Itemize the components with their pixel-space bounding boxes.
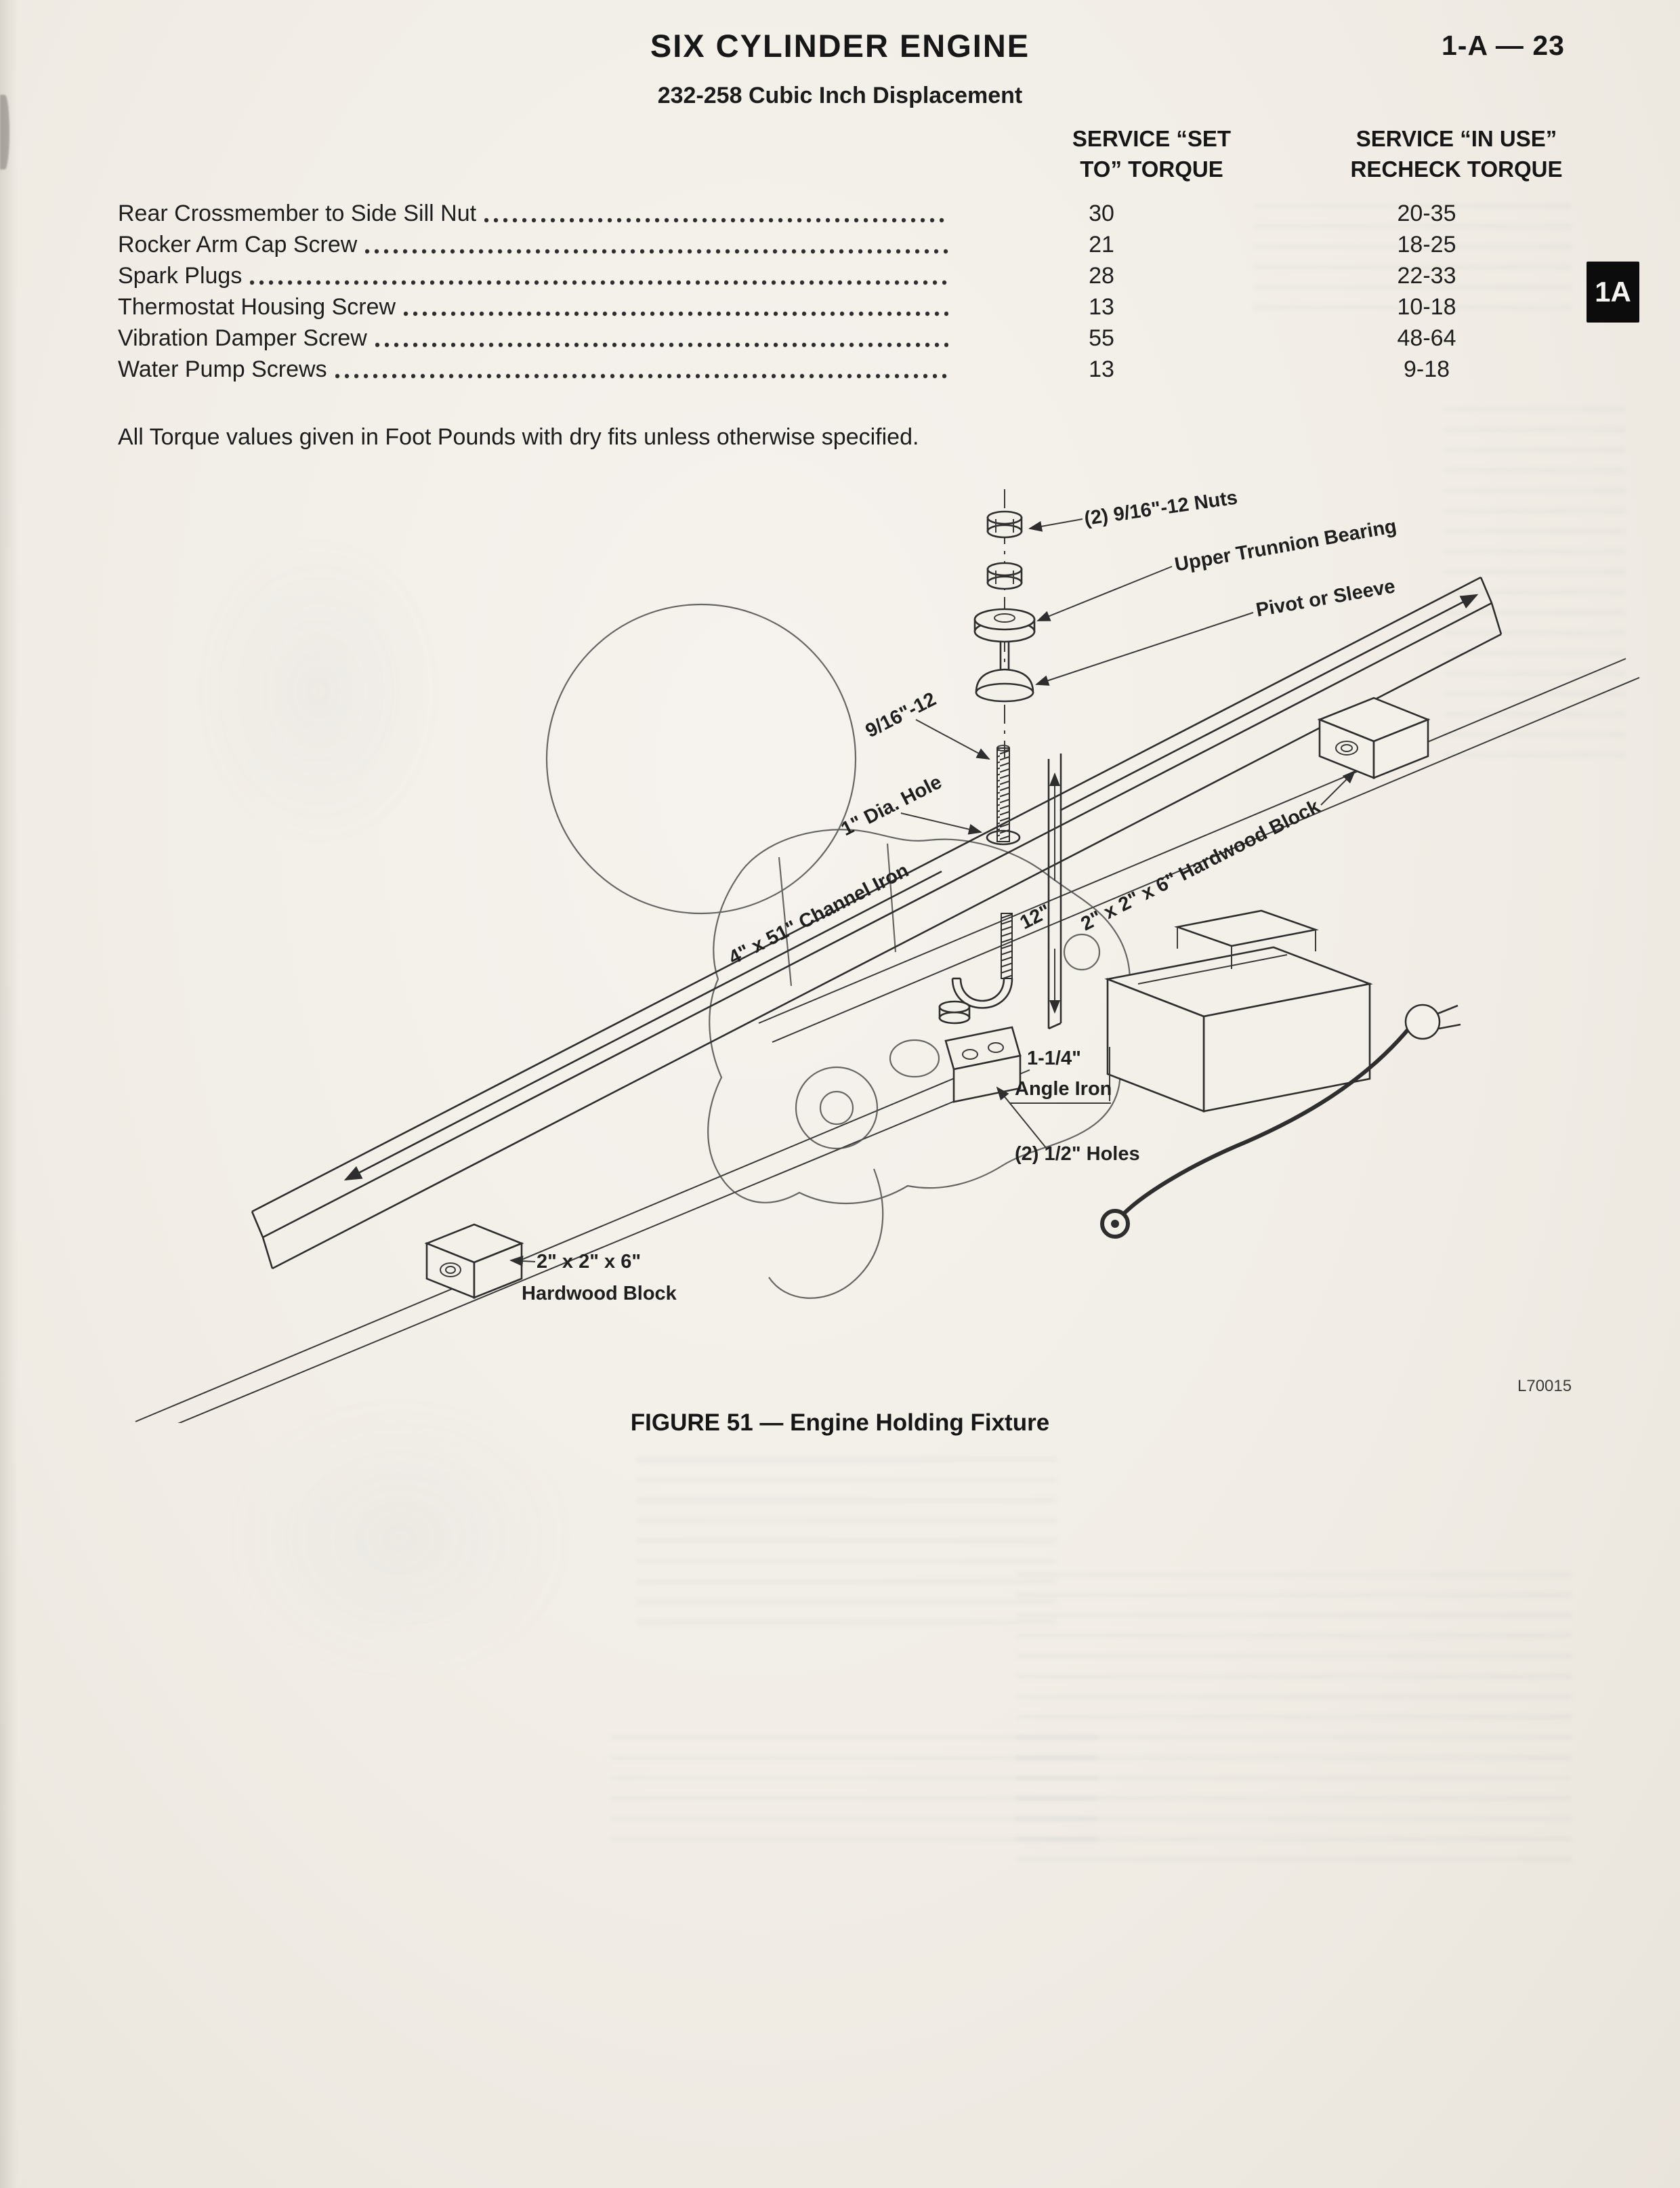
page-subtitle: 232-258 Cubic Inch Displacement — [657, 83, 1023, 108]
set-to-value: 13 — [1089, 356, 1114, 382]
set-to-value: 13 — [1089, 294, 1114, 320]
label-block-left-1: 2" x 2" x 6" — [537, 1251, 641, 1273]
angle-iron-bracket — [938, 1000, 1022, 1103]
label-pivot: Pivot or Sleeve — [1255, 575, 1397, 621]
dot-leader — [335, 358, 948, 383]
set-to-value: 55 — [1089, 325, 1114, 351]
vertical-strap — [1047, 754, 1062, 1030]
torque-table: Rear Crossmember to Side Sill Nut 30 20-… — [118, 201, 1603, 388]
bracket-hole — [962, 1049, 978, 1060]
row-item-label: Rocker Arm Cap Screw — [118, 232, 358, 257]
pivot-sleeve-cup — [975, 668, 1034, 703]
label-trunnion: Upper Trunnion Bearing — [1173, 516, 1398, 576]
torque-note: All Torque values given in Foot Pounds w… — [118, 424, 919, 450]
upper-trunnion-bearing — [973, 608, 1036, 643]
row-item-label: Spark Plugs — [118, 263, 243, 289]
dot-leader — [250, 265, 948, 289]
page-title: SIX CYLINDER ENGINE — [650, 28, 1030, 64]
figure-caption: FIGURE 51 — Engine Holding Fixture — [630, 1409, 1050, 1436]
label-block-right: 2" x 2" x 6" Hardwood Block — [1078, 796, 1324, 935]
dot-leader — [365, 234, 948, 258]
section-tab: 1A — [1587, 262, 1639, 323]
table-row: Vibration Damper Screw 55 48-64 — [118, 325, 1603, 356]
hex-nut-bracket — [938, 1000, 971, 1025]
table-row: Rear Crossmember to Side Sill Nut 30 20-… — [118, 201, 1603, 232]
print-bleedthrough — [637, 1457, 1057, 1633]
label-nuts: (2) 9/16"-12 Nuts — [1083, 487, 1239, 529]
engine-outline — [545, 603, 1131, 1299]
in-use-value: 20-35 — [1397, 201, 1456, 226]
hardwood-block-right — [1317, 697, 1431, 779]
row-item-label: Water Pump Screws — [118, 356, 327, 382]
column-header-set-to-line2: TO” TORQUE — [1080, 157, 1223, 182]
row-item-label: Rear Crossmember to Side Sill Nut — [118, 201, 477, 226]
in-use-value: 22-33 — [1397, 263, 1456, 289]
frame-sill-rails — [135, 658, 1640, 1423]
hardwood-block-left — [424, 1223, 524, 1299]
dot-leader — [375, 327, 948, 352]
row-item-label: Thermostat Housing Screw — [118, 294, 396, 320]
ring-terminal — [1100, 1209, 1130, 1239]
bracket-hole — [988, 1042, 1004, 1053]
dot-leader — [484, 203, 948, 227]
column-header-in-use-line2: RECHECK TORQUE — [1350, 157, 1563, 182]
page-number: 1-A — 23 — [1442, 30, 1565, 61]
figure-diagram: (2) 9/16"-12 Nuts Upper Trunnion Bearing… — [135, 487, 1640, 1423]
table-row: Rocker Arm Cap Screw 21 18-25 — [118, 232, 1603, 263]
row-item-label: Vibration Damper Screw — [118, 325, 367, 351]
diagram-labels: (2) 9/16"-12 Nuts Upper Trunnion Bearing… — [522, 487, 1572, 1395]
set-to-value: 21 — [1089, 232, 1114, 257]
figure-code: L70015 — [1517, 1377, 1572, 1395]
leader-lines — [509, 518, 1356, 1266]
print-bleedthrough — [1016, 1572, 1572, 1863]
threaded-stud — [996, 747, 1010, 842]
channel-iron-beam — [251, 576, 1503, 1270]
set-to-value: 28 — [1089, 263, 1114, 289]
print-bleedthrough — [610, 1735, 1097, 1843]
label-angle-iron: Angle Iron — [1015, 1078, 1112, 1100]
page-curl-artifact — [0, 95, 9, 169]
in-use-value: 10-18 — [1397, 294, 1456, 320]
label-block-left-2: Hardwood Block — [522, 1283, 677, 1304]
set-to-value: 30 — [1089, 201, 1114, 226]
cable-plug — [1404, 1004, 1441, 1040]
column-header-set-to: SERVICE “SET TO” TORQUE — [975, 123, 1328, 184]
label-angle-size: 1-1/4" — [1027, 1048, 1081, 1069]
table-row: Thermostat Housing Screw 13 10-18 — [118, 294, 1603, 325]
battery-box — [1104, 909, 1373, 1113]
trunnion-stud-assembly — [973, 489, 1036, 842]
table-row: Spark Plugs 28 22-33 — [118, 263, 1603, 294]
column-header-set-to-line1: SERVICE “SET — [1072, 126, 1232, 151]
column-header-in-use-line1: SERVICE “IN USE” — [1356, 126, 1557, 151]
in-use-value: 48-64 — [1397, 325, 1456, 351]
label-holes: (2) 1/2" Holes — [1015, 1143, 1140, 1165]
in-use-value: 18-25 — [1397, 232, 1456, 257]
dot-leader — [404, 296, 948, 321]
in-use-value: 9-18 — [1403, 356, 1450, 382]
column-header-in-use: SERVICE “IN USE” RECHECK TORQUE — [1274, 123, 1639, 184]
hex-nut-upper — [986, 510, 1023, 539]
label-thread: 9/16"-12 — [862, 688, 940, 742]
j-bolt — [951, 913, 1013, 1009]
table-row: Water Pump Screws 13 9-18 — [118, 356, 1603, 388]
scan-edge-shadow — [0, 0, 18, 2188]
hex-nut-lower — [986, 562, 1023, 590]
ground-cable — [1100, 1004, 1461, 1239]
